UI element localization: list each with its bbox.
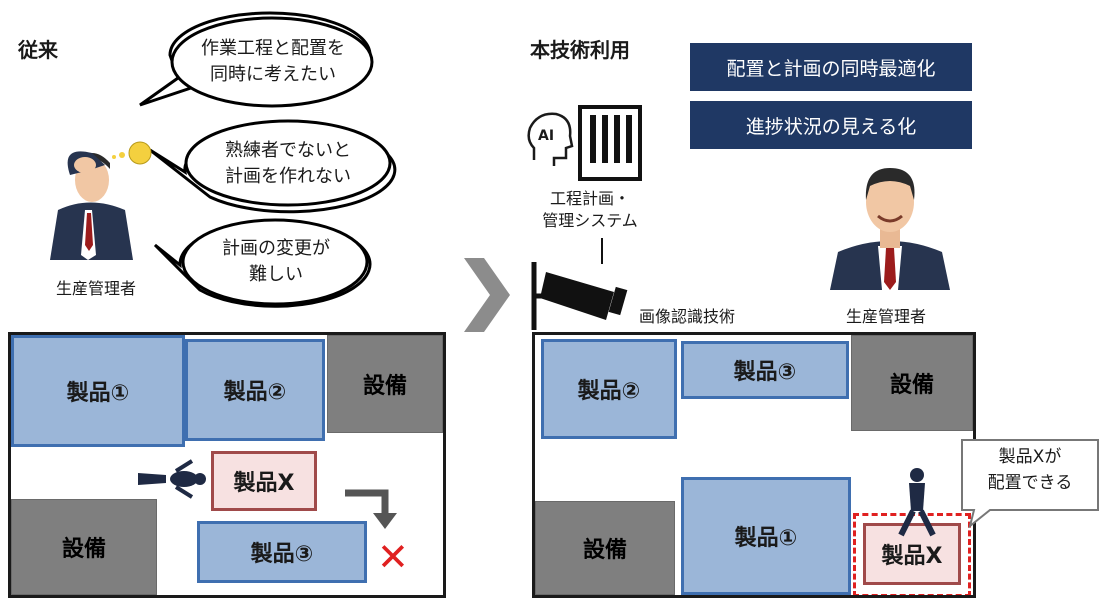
right-manager-caption: 生産管理者 (845, 307, 926, 326)
bubble-3-text: 計画の変更が 難しい (222, 238, 330, 285)
right-equipment-top: 設備 (851, 335, 973, 431)
system-caption: 工程計画・ 管理システム (542, 189, 638, 230)
worker-lying-icon (138, 459, 206, 499)
bubble-shapes (139, 11, 397, 308)
right-product-3: 製品③ (681, 341, 849, 399)
callout-shape (961, 439, 1099, 528)
cross-mark: ✕ (377, 535, 409, 579)
left-floor-layout: 製品① 製品② 設備 製品X 設備 製品③ ✕ (8, 332, 446, 598)
server-icon (578, 105, 642, 181)
right-heading: 本技術利用 (530, 38, 630, 62)
right-product-2: 製品② (541, 339, 677, 439)
banner-visualization: 進捗状況の見える化 (690, 101, 972, 149)
right-equipment-bottom: 設備 (535, 501, 675, 595)
callout-text: 製品Xが 配置できる (987, 447, 1073, 493)
smiling-manager-icon (830, 168, 950, 290)
left-product-3: 製品③ (197, 521, 367, 583)
ai-head-icon: AI (527, 112, 574, 166)
bubble-1-text: 作業工程と配置を 同時に考えたい (201, 38, 345, 85)
ai-label: AI (538, 128, 554, 144)
right-floor-layout: 製品② 製品③ 設備 設備 製品① 製品X (532, 332, 976, 598)
worried-manager-icon (50, 141, 152, 260)
right-product-x: 製品X (863, 523, 961, 585)
left-equipment-bottom: 設備 (11, 499, 157, 595)
chevron-right-icon (464, 258, 510, 332)
left-product-1: 製品① (11, 335, 185, 447)
banner-optimization: 配置と計画の同時最適化 (690, 43, 972, 91)
camera-caption: 画像認識技術 (638, 307, 735, 326)
camera-icon (531, 262, 628, 330)
left-product-2: 製品② (185, 339, 325, 441)
connector-line (601, 238, 603, 264)
left-product-x: 製品X (211, 451, 317, 511)
left-heading: 従来 (18, 38, 58, 62)
worker-standing-icon (898, 468, 936, 537)
bubble-2-text: 熟練者でないと 計画を作れない (225, 140, 351, 187)
right-product-1: 製品① (681, 477, 851, 595)
left-manager-caption: 生産管理者 (55, 279, 136, 298)
left-equipment-top: 設備 (327, 335, 443, 433)
turn-arrow-icon (345, 489, 397, 529)
